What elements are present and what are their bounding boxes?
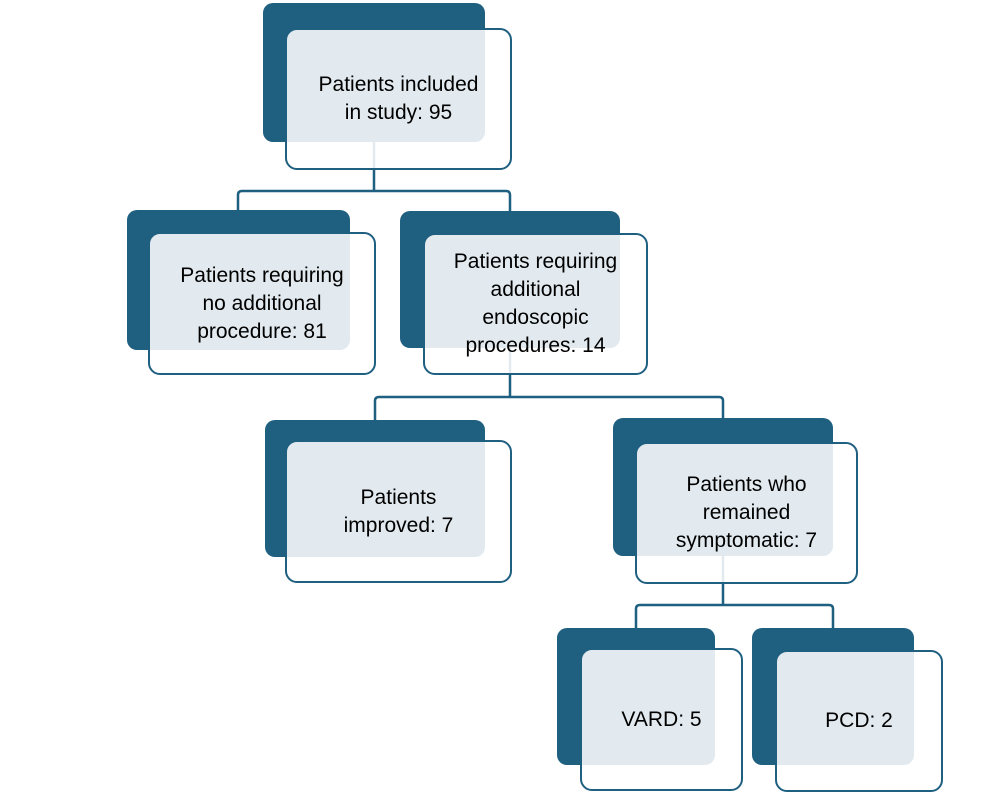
node-panel: Patients requiring no additional procedu… — [148, 232, 376, 375]
node-panel: Patients requiring additional endoscopic… — [423, 233, 648, 375]
node-label: Patients improved: 7 — [343, 485, 454, 537]
node-panel: Patients improved: 7 — [285, 440, 512, 583]
node-panel: Patients included in study: 95 — [285, 28, 512, 170]
node-label: Patients who remained symptomatic: 7 — [675, 473, 818, 552]
node-label: VARD: 5 — [621, 707, 702, 731]
node-label: Patients requiring no additional procedu… — [180, 263, 344, 343]
node-panel: PCD: 2 — [775, 650, 943, 792]
node-label: Patients included in study: 95 — [318, 73, 479, 124]
node-label: Patients requiring additional endoscopic… — [453, 250, 618, 357]
node-panel: Patients who remained symptomatic: 7 — [635, 442, 858, 584]
node-label: PCD: 2 — [825, 709, 893, 732]
node-panel: VARD: 5 — [580, 648, 743, 791]
